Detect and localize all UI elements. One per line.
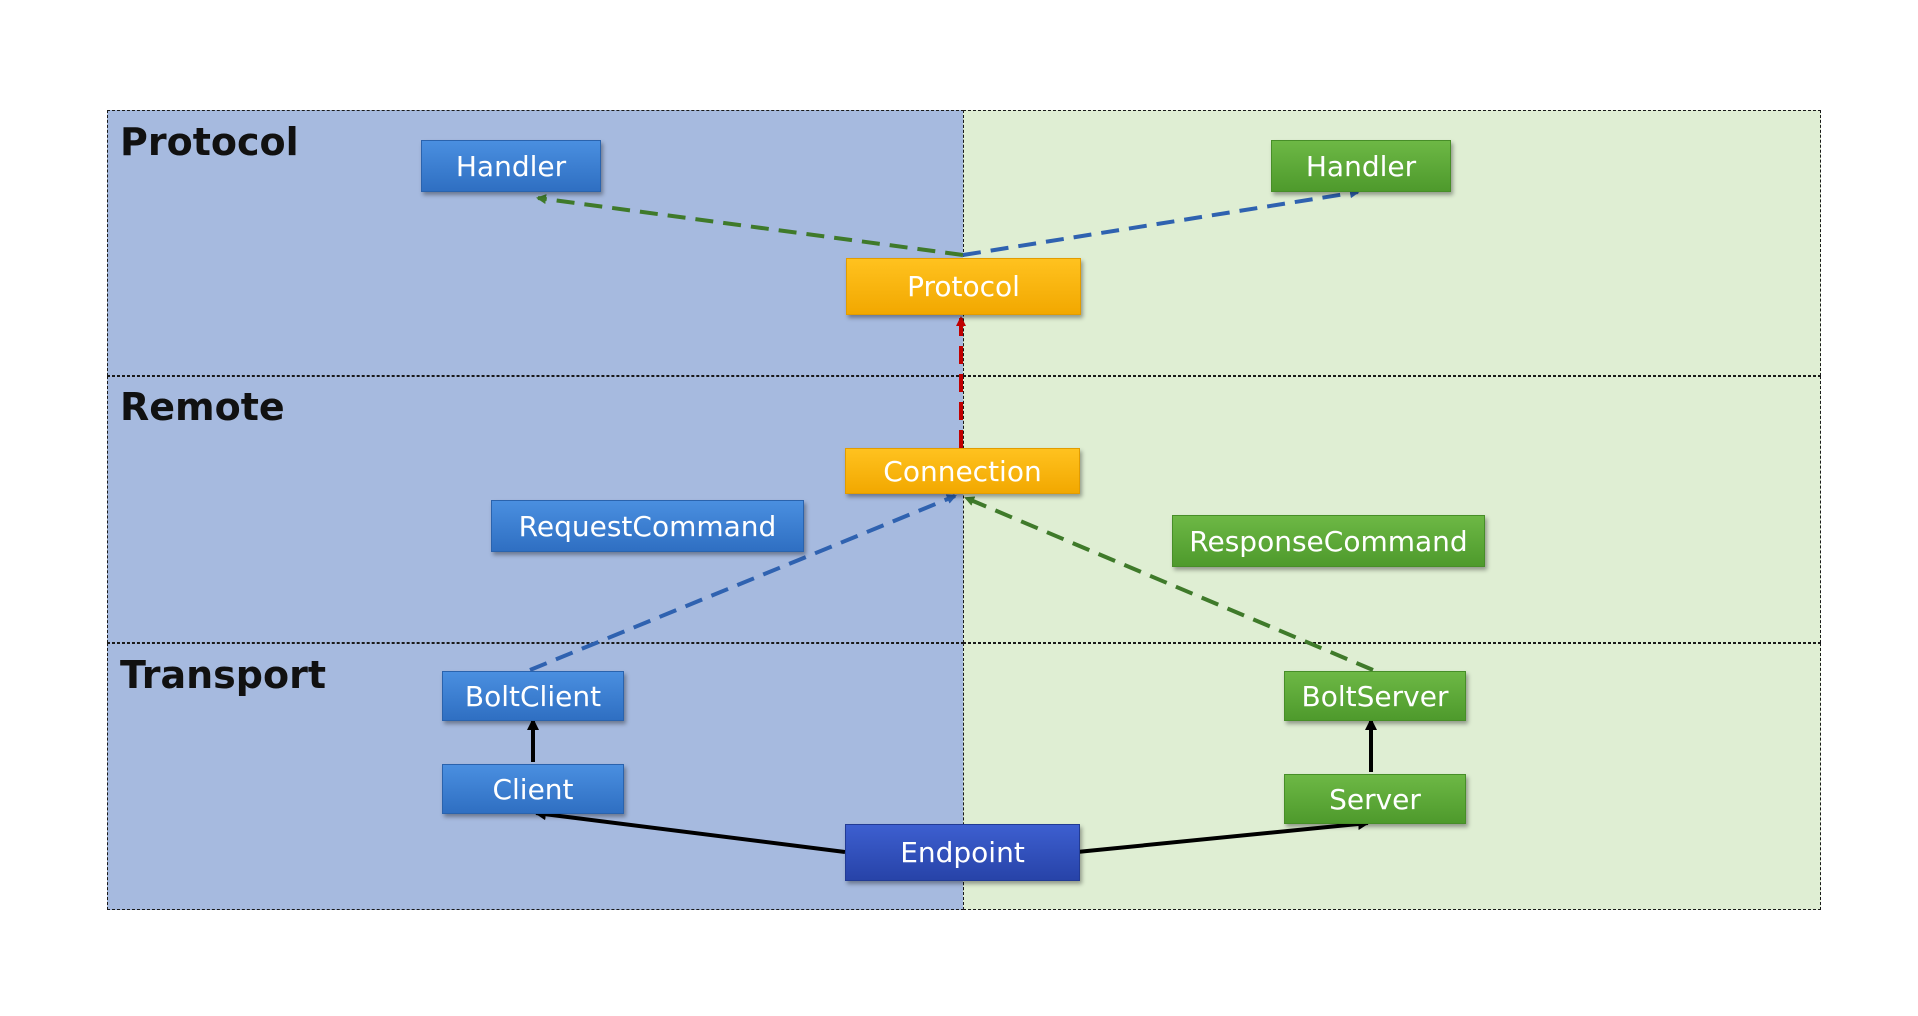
- handler-left-node: Handler: [421, 140, 601, 192]
- connection-node: Connection: [845, 448, 1080, 494]
- protocol-node: Protocol: [846, 258, 1081, 315]
- remote-layer-right-box: [963, 376, 1821, 643]
- request-command-node: RequestCommand: [491, 500, 804, 552]
- handler-right-node: Handler: [1271, 140, 1451, 192]
- client-node: Client: [442, 764, 624, 814]
- response-command-node: ResponseCommand: [1172, 515, 1485, 567]
- transport-layer-right-box: [963, 643, 1821, 910]
- transport-layer-title: Transport: [120, 653, 327, 697]
- remote-layer-title: Remote: [120, 385, 285, 429]
- server-node: Server: [1284, 774, 1466, 824]
- endpoint-node: Endpoint: [845, 824, 1080, 881]
- boltserver-node: BoltServer: [1284, 671, 1466, 721]
- boltclient-node: BoltClient: [442, 671, 624, 721]
- protocol-layer-title: Protocol: [120, 120, 299, 164]
